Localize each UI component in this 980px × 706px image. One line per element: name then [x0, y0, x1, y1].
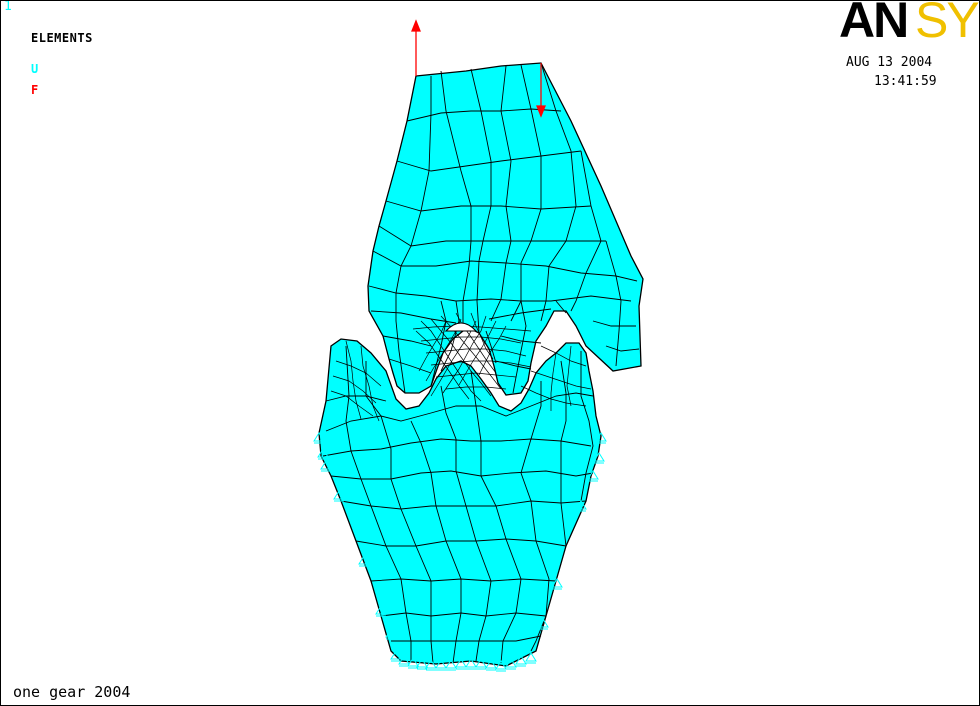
plot-date: AUG 13 2004	[846, 55, 933, 70]
force-arrowhead-up	[411, 19, 421, 32]
constraint-left-side	[313, 432, 397, 640]
displacement-constraints	[313, 432, 607, 672]
ansys-logo: AN SYS	[839, 0, 979, 48]
legend-force-label: F	[31, 83, 39, 97]
force-arrowhead-down	[536, 105, 546, 118]
force-arrows	[411, 19, 546, 118]
window-number: 1	[4, 0, 12, 14]
gear-hole-contour	[444, 322, 478, 332]
constraint-bottom-arc	[390, 650, 537, 672]
plot-subtitle: one gear 2004	[13, 683, 131, 701]
lower-gear-body	[318, 338, 602, 667]
contact-zone-refined-mesh	[330, 312, 592, 422]
logo-text-sys: SYS	[915, 0, 979, 48]
logo-text-an: AN	[839, 0, 909, 48]
legend-displacement-label: U	[31, 62, 39, 76]
plot-time: 13:41:59	[874, 74, 937, 89]
plot-title: ELEMENTS	[31, 31, 93, 45]
upper-gear-tooth	[367, 62, 644, 396]
constraint-right-side	[537, 432, 607, 630]
